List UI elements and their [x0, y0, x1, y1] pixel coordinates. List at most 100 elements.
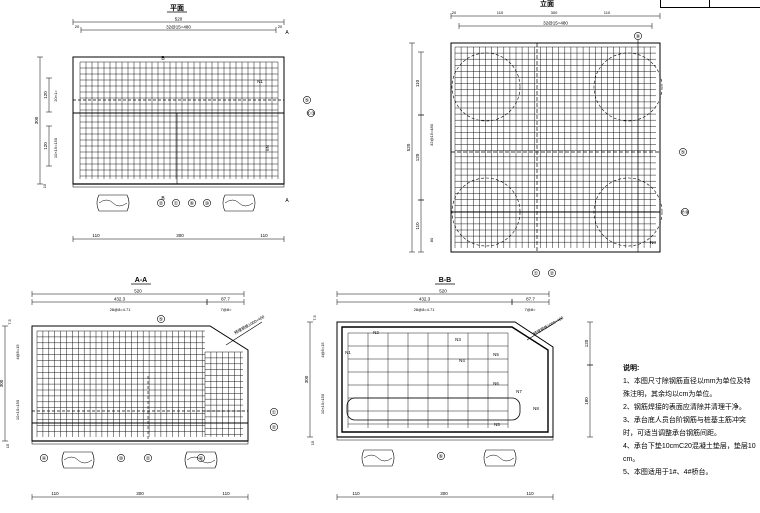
plan-dim-left-2: 120 [43, 142, 48, 150]
plan-dim-bars: 32@15=480 [166, 25, 191, 30]
bb-dim-total: 520 [439, 289, 447, 294]
elevation-callout-78: ⑦⑧ [681, 210, 690, 216]
bb-dim-left-top: 7.5 [312, 314, 317, 320]
bb-rebar-grid [347, 332, 509, 428]
callout-circle [157, 199, 165, 207]
aa-dim-bottom-left: 110 [51, 491, 59, 496]
elevation-dim-top-edge: 20 [452, 10, 457, 15]
plan-dim-total: 520 [175, 17, 183, 22]
plan-rebar-grid [79, 61, 279, 179]
aa-callout-4b: ④ [199, 456, 204, 462]
elevation-pile-circle-2 [593, 52, 663, 122]
callout-circle [144, 454, 152, 462]
elevation-pile-circle-1 [451, 52, 521, 122]
bb-rebar-label-9: N5 [494, 422, 500, 427]
plan-outline [72, 56, 285, 185]
note-item-5: 5、本图适用于1#、4#桥台。 [623, 469, 713, 476]
bb-rebar-label-3: N5 [493, 352, 499, 357]
elevation-callout-1: ① [534, 271, 539, 277]
aa-callout-2: ② [272, 425, 277, 431]
callout-circle [203, 199, 211, 207]
aa-rebar-spacing-left-1: 4@5=15 [15, 344, 20, 360]
plan-dim-edge-right: 20 [278, 24, 283, 29]
aa-dim-bottom-right: 110 [222, 491, 230, 496]
callout-circle [303, 96, 311, 104]
elevation-dim-left-total: 520 [406, 143, 411, 151]
aa-dim-left-bottom: 15 [5, 443, 10, 448]
pile-break-line [485, 454, 515, 462]
bb-pile-right [483, 449, 517, 467]
callout-circle [197, 454, 205, 462]
plan-callout-10: ⑩ [205, 201, 210, 207]
callout-circle [270, 423, 278, 431]
plan-mark-a-top: A [285, 30, 289, 36]
pile-outline [61, 451, 95, 469]
plan-callout-6: ⑥ [190, 201, 195, 207]
bb-rebar-label-1: N3 [455, 337, 461, 342]
bb-cushion [336, 436, 554, 441]
bb-rebar-label-2: N4 [459, 358, 465, 363]
plan-rebar-spacing-1: 20×1= [53, 90, 58, 102]
bb-stirrup-inner [346, 397, 521, 421]
bb-dim-right-part: 87.7 [526, 297, 535, 302]
elevation-title: 立面 [540, 0, 554, 8]
aa-rebar-spacing: 28@8=4.71 [110, 307, 132, 312]
aa-callout-2b: ② [146, 456, 151, 462]
bb-diag-label: 预埋钢板1000×400 [532, 314, 565, 337]
pile-break-line [224, 199, 254, 207]
elevation-dim-left-4: 80 [429, 237, 434, 242]
plan-dim-left-3: 15 [42, 183, 47, 188]
title-block-cell [661, 0, 710, 7]
plan-dim-bottom-left: 110 [92, 233, 100, 238]
plan-mark-a-bottom: A [285, 198, 289, 204]
aa-rebar-grid-right [204, 351, 243, 437]
bb-rebar-label-6: N8 [533, 406, 539, 411]
plan-dim-left-1: 120 [43, 91, 48, 99]
aa-dim-left-part: 432.3 [114, 297, 126, 302]
bb-dim-right-1: 120 [584, 339, 589, 347]
aa-pile-left [61, 451, 95, 469]
callout-circle [307, 109, 315, 117]
aa-dim-bottom-mid: 300 [136, 491, 144, 496]
callout-circle [270, 408, 278, 416]
bb-stirrup-outer [341, 326, 549, 433]
elevation-outline [450, 42, 661, 253]
note-item-1: 1、本图尺寸除钢筋直径以mm为单位及特殊注明，其余均以cm为单位。 [623, 378, 751, 398]
bb-dim-left-part: 432.3 [419, 297, 431, 302]
aa-dim-total: 520 [134, 289, 142, 294]
plan-rebar-spacing-2: 10×15=150 [53, 137, 58, 158]
elevation-callout-2: ② [550, 271, 555, 277]
aa-dim-left-total: 300 [0, 379, 4, 387]
elevation-label-n8: N8 [650, 240, 656, 245]
section-aa-title: A-A [135, 277, 147, 284]
bb-dim-bottom-mid: 300 [440, 491, 448, 496]
plan-dim-edge-left: 20 [75, 24, 80, 29]
callout-circle [634, 32, 642, 40]
plan-pile-right [222, 194, 256, 212]
callout-circle [437, 452, 445, 460]
pile-outline [222, 194, 256, 212]
plan-label-n1: N1 [257, 79, 263, 84]
bb-dim-bottom-right: 110 [526, 491, 534, 496]
bb-rebar-spacing-2: 7@8= [525, 307, 537, 312]
plan-dim-bottom-mid: 300 [176, 233, 184, 238]
plan-label-n9: N9 [265, 145, 270, 151]
callout-circle [157, 315, 165, 323]
callout-circle [681, 208, 689, 216]
bb-rebar-label-8: N1 [345, 350, 351, 355]
callout-circle [117, 454, 125, 462]
plan-callout-13: ①③ [307, 111, 316, 117]
notes-heading: 说明: [623, 365, 640, 372]
note-item-2: 2、钢筋焊接的表面应清除并清理干净。 [623, 404, 746, 411]
elevation-callout-8: ⑧ [636, 34, 641, 40]
note-item-4: 4、承台下垫10cmC20混凝土垫层，垫层10cm。 [623, 443, 756, 463]
bb-pile-left [361, 449, 395, 467]
bb-rebar-spacing-left-2: 10×10=150 [320, 393, 325, 414]
elevation-callout-5: ⑤ [681, 150, 685, 156]
aa-diag-label: 预埋钢板1000×400 [233, 313, 266, 336]
callout-circle [172, 199, 180, 207]
pile-outline [96, 194, 130, 212]
bb-callout-6: ⑥ [439, 454, 444, 460]
